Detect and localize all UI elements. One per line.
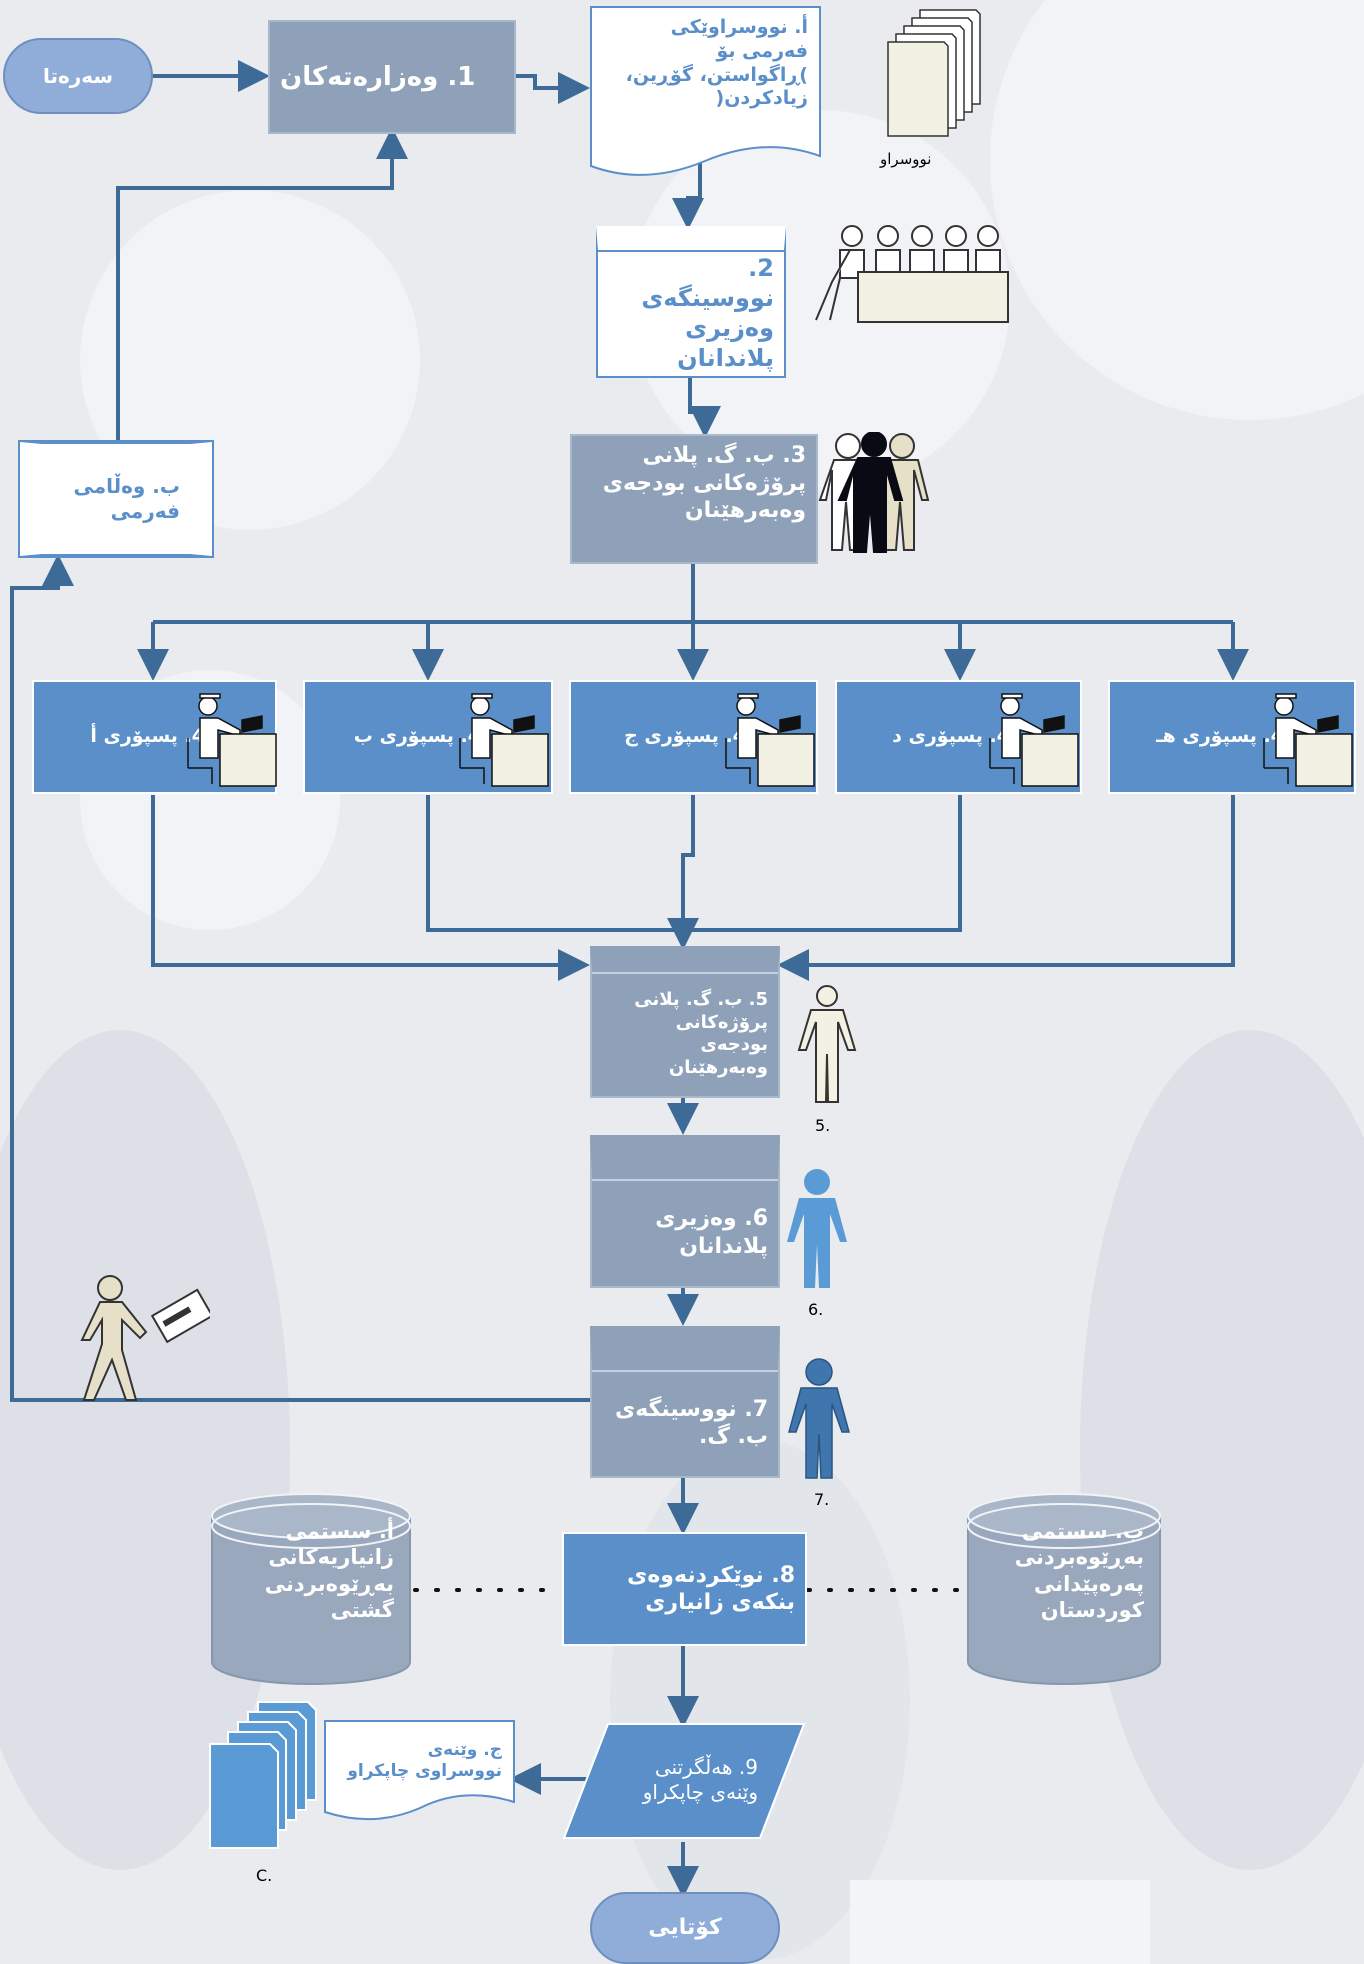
blue-document-stack-icon [209, 1701, 317, 1849]
worker-desk-icon [459, 693, 549, 787]
step-6-caption: 6. [808, 1300, 824, 1319]
step-9-shape [562, 1723, 806, 1839]
step-3-directorate: 3. ب. گ. پلانی پرۆژەکانی بودجەی وەبەرهێن… [570, 434, 818, 564]
database-a-cylinder [211, 1493, 411, 1685]
document-stack-icon [887, 9, 981, 137]
doc-a-label: أ. نووسراوێکی فەرمی بۆ )ڕاگواستن، گۆڕین،… [625, 16, 808, 110]
step-8-label: 8. نوێکردنەوەی بنکەی زانیاری [627, 1562, 795, 1616]
step-5-label: 5. ب. گ. پلانی پرۆژەکانی بودجەی وەبەرهێن… [634, 989, 768, 1078]
doc-a-shape [590, 6, 821, 176]
start-label: سەرەتا [42, 63, 114, 88]
step-5-caption: 5. [815, 1116, 831, 1135]
step-6-label: 6. وەزیری پلاندانان [655, 1206, 768, 1259]
reply-b: ب. وەڵامی فەرمی [18, 440, 214, 558]
worker-desk-icon [187, 693, 277, 787]
worker-desk-icon [725, 693, 815, 787]
step-6-minister: 6. وەزیری پلاندانان [590, 1135, 780, 1288]
person-blue-icon [787, 1169, 847, 1288]
doc-c: ج. وێنەی نووسراوی چاپکراو [330, 1724, 512, 1798]
worker-desk-icon [1263, 693, 1353, 787]
person-dark-blue-icon [788, 1358, 850, 1479]
arrow-n1-to-doc [515, 72, 590, 104]
reply-b-label: ب. وەڵامی فەرمی [73, 474, 180, 523]
arrow-expert-e-to-n5 [777, 795, 1235, 981]
doc-c-caption: C. [256, 1866, 273, 1885]
start-terminal: سەرەتا [3, 38, 153, 114]
database-a: أ. سستمی زانیاریەکانی بەڕێوەبردنی گشتی [218, 1512, 404, 1662]
step-5-directorate: 5. ب. گ. پلانی پرۆژەکانی بودجەی وەبەرهێن… [590, 946, 780, 1098]
end-label: کۆتایی [648, 1915, 722, 1941]
database-b-cylinder [967, 1493, 1161, 1685]
step-9-label: 9. هەڵگرتنی وێنەی چاپکراو [642, 1755, 758, 1804]
step-7-office: 7. نووسینگەی ب. گ. [590, 1326, 780, 1478]
end-terminal: کۆتایی [590, 1892, 780, 1964]
database-a-label: أ. سستمی زانیاریەکانی بەڕێوەبردنی گشتی [264, 1519, 394, 1622]
step-3-label: 3. ب. گ. پلانی پرۆژەکانی بودجەی وەبەرهێن… [602, 443, 806, 523]
step-2-office: 2. نووسینگەی وەزیری پلاندانان [596, 226, 786, 378]
arrow-doc-to-n2 [672, 160, 704, 230]
person-light-icon [797, 985, 857, 1103]
group-people-icon [818, 432, 930, 553]
doc-c-shape [324, 1720, 515, 1821]
step-8-update-database: 8. نوێکردنەوەی بنکەی زانیاری [562, 1532, 807, 1646]
doc-a: أ. نووسراوێکی فەرمی بۆ )ڕاگواستن، گۆڕین،… [596, 10, 818, 150]
step-2-label: 2. نووسینگەی وەزیری پلاندانان [641, 254, 774, 372]
step-1-ministries: 1. وەزارەتەکان [268, 20, 516, 134]
database-b-label: ب. سستمی بەڕێوەبردنی پەرەپێدانی کوردستان [1014, 1519, 1144, 1622]
arrow-n7-to-reply [10, 554, 590, 1402]
arrow-n2-to-n3 [688, 378, 721, 438]
doc-label: نووسراو [880, 150, 932, 168]
step-7-label: 7. نووسینگەی ب. گ. [615, 1396, 768, 1450]
courier-with-letter-icon [80, 1275, 210, 1401]
arrow-expert-c-to-n5 [667, 795, 699, 950]
arrow-reply-to-n1 [116, 127, 408, 440]
database-b: ب. سستمی بەڕێوەبردنی پەرەپێدانی کوردستان [974, 1512, 1154, 1662]
step-9-store-printed-copy: 9. هەڵگرتنی وێنەی چاپکراو [600, 1728, 768, 1832]
step-7-caption: 7. [814, 1490, 830, 1509]
doc-c-label: ج. وێنەی نووسراوی چاپکراو [347, 1739, 502, 1781]
worker-desk-icon [989, 693, 1079, 787]
arrow-expert-a-to-n5 [151, 795, 590, 981]
step-1-label: 1. وەزارەتەکان [280, 61, 476, 92]
meeting-icon [815, 225, 1009, 323]
